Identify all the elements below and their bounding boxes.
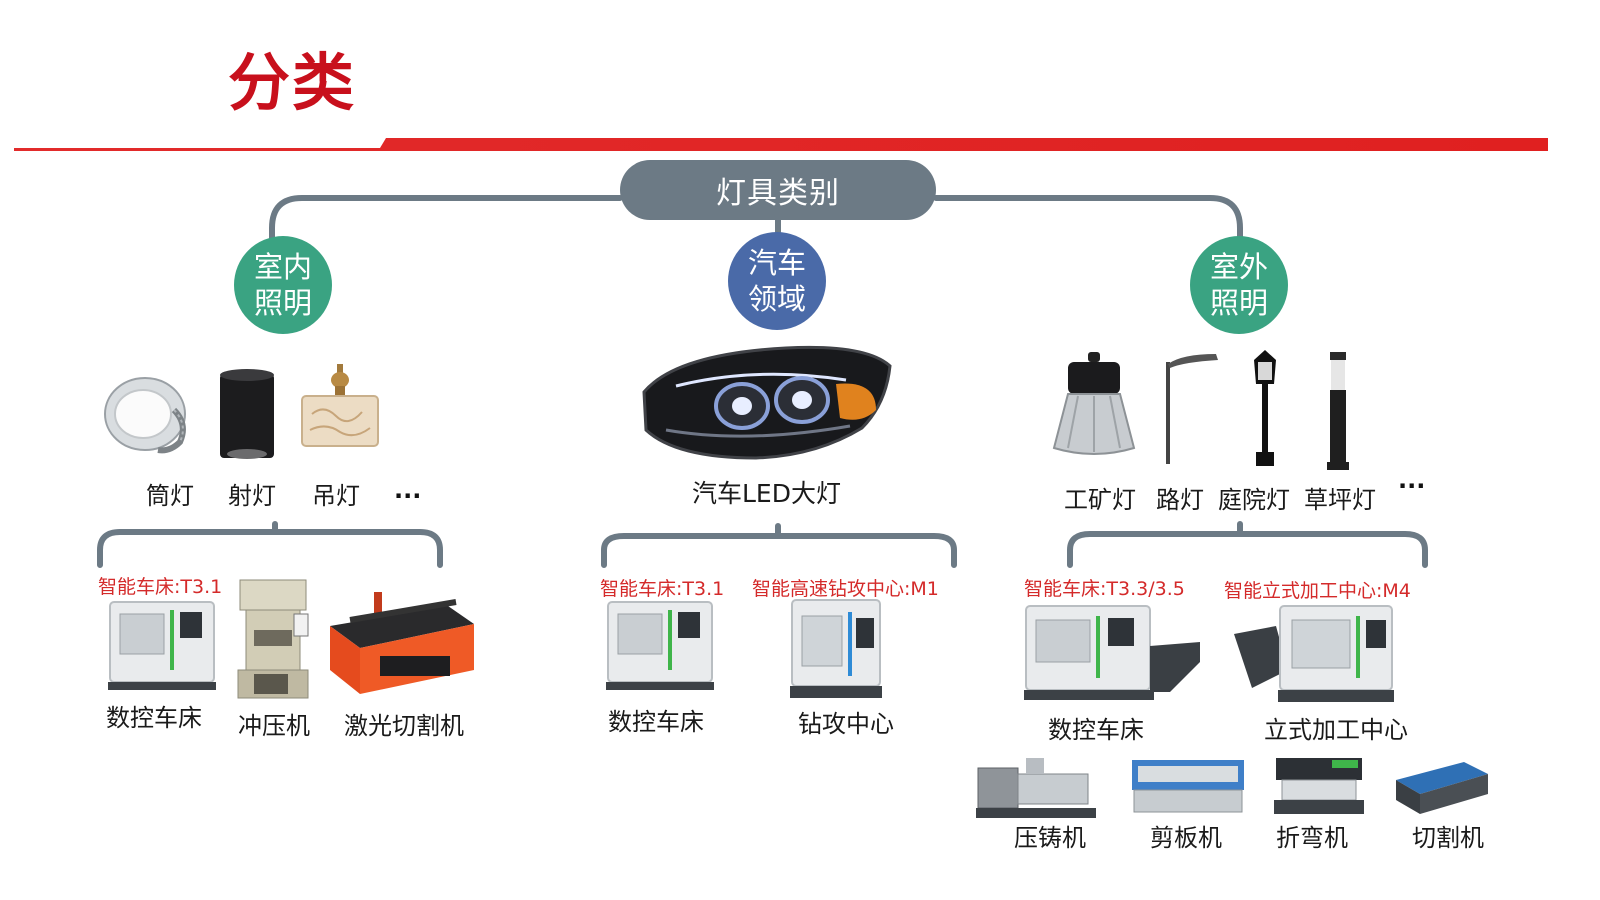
cnc-lathe-image-outdoor [1024, 605, 1200, 700]
machine-label-die-casting: 压铸机 [1014, 824, 1086, 852]
bending-machine-image [1274, 758, 1364, 814]
header-rule [14, 138, 1548, 151]
indoor-more: ... [394, 476, 422, 504]
downlight-image [104, 377, 186, 454]
machine-label-cnc-lathe-auto: 数控车床 [608, 708, 704, 736]
spotlight-image [220, 369, 274, 459]
led-headlight-image [642, 345, 892, 460]
machine-label-shearing: 剪板机 [1150, 824, 1222, 852]
lamp-label-garden: 庭院灯 [1218, 486, 1290, 514]
outdoor-vmc-model: 智能立式加工中心:M4 [1224, 580, 1411, 602]
shearing-machine-image [1132, 760, 1244, 813]
lamp-label-lawn: 草坪灯 [1304, 486, 1376, 514]
root-category: 灯具类别 [620, 160, 936, 220]
lawn-light-image [1327, 352, 1349, 470]
lamp-label-pendant: 吊灯 [312, 482, 360, 510]
machine-label-cnc-lathe-outdoor: 数控车床 [1048, 716, 1144, 744]
lamp-label-high-bay: 工矿灯 [1064, 486, 1136, 514]
indoor-lathe-model: 智能车床:T3.1 [98, 576, 223, 598]
street-light-image [1166, 354, 1218, 464]
bracket-auto [601, 533, 957, 568]
machine-label-cutting: 切割机 [1412, 824, 1484, 852]
page-title: 分类 [228, 46, 357, 119]
branch-outdoor-line1: 室外 [1209, 250, 1268, 284]
bracket-outdoor [1067, 531, 1428, 568]
machine-label-laser-cutter: 激光切割机 [344, 712, 464, 740]
machine-label-bending: 折弯机 [1276, 824, 1348, 852]
garden-light-image [1254, 350, 1276, 466]
laser-cutter-image [330, 592, 474, 694]
branch-auto-line2: 领域 [747, 282, 806, 316]
outdoor-lathe-model: 智能车床:T3.3/3.5 [1024, 578, 1185, 600]
cnc-lathe-image-indoor [108, 601, 216, 690]
cnc-lathe-image-auto [606, 601, 714, 690]
pendant-lamp-image [301, 364, 379, 447]
lamp-label-auto-led: 汽车LED大灯 [692, 479, 841, 508]
machine-label-vmc: 立式加工中心 [1264, 716, 1408, 744]
machine-label-punch-press: 冲压机 [238, 712, 310, 740]
branch-indoor-line1: 室内 [253, 250, 312, 284]
connector-root-indoor [269, 195, 623, 243]
bracket-indoor [97, 529, 443, 568]
branch-automotive: 汽车 领域 [728, 232, 826, 330]
branch-indoor-lighting: 室内 照明 [234, 236, 332, 334]
cutting-machine-image [1396, 762, 1488, 814]
connector-root-outdoor [933, 195, 1243, 243]
vertical-machining-center-image [1234, 605, 1394, 702]
auto-drill-center-model: 智能高速钻攻中心:M1 [752, 578, 939, 600]
branch-auto-line1: 汽车 [747, 246, 806, 280]
outdoor-more: ··· [1398, 472, 1426, 500]
lamp-label-spotlight: 射灯 [228, 482, 276, 510]
auto-lathe-model: 智能车床:T3.1 [600, 578, 725, 600]
lamp-label-street: 路灯 [1156, 486, 1204, 514]
branch-indoor-line2: 照明 [253, 286, 312, 320]
drill-tap-center-image [790, 599, 882, 698]
high-bay-light-image [1052, 352, 1136, 455]
lamp-label-downlight: 筒灯 [146, 482, 194, 510]
branch-outdoor-lighting: 室外 照明 [1190, 236, 1288, 334]
machine-label-drill-tap-center: 钻攻中心 [798, 710, 894, 738]
branch-outdoor-line2: 照明 [1209, 286, 1268, 320]
die-casting-machine-image [976, 758, 1096, 818]
punch-press-image [237, 579, 309, 699]
machine-label-cnc-lathe-indoor: 数控车床 [106, 704, 202, 732]
